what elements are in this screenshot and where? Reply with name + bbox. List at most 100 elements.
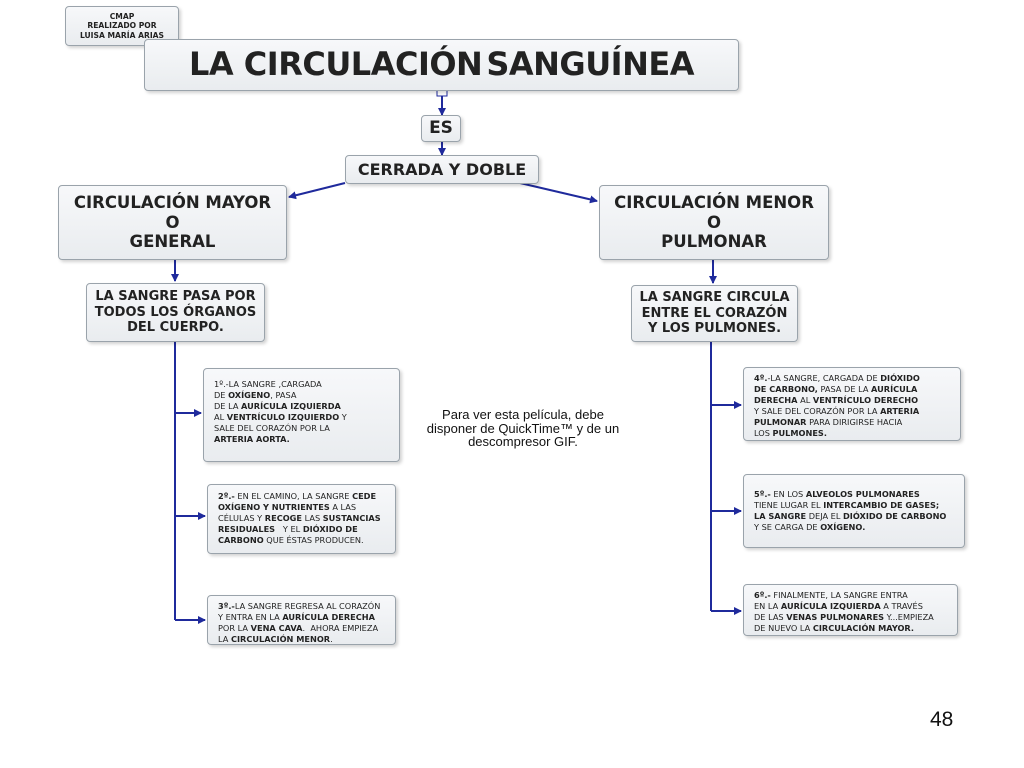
- step-line: Y SALE DEL CORAZÓN POR LA ARTERIA: [754, 406, 954, 417]
- step-text-run: CEDE: [352, 491, 377, 501]
- step-line: SALE DEL CORAZÓN POR LA: [214, 423, 393, 434]
- step-text-run: Y ENTRA EN LA: [218, 611, 283, 622]
- step-text-run: VENAS PULMONARES: [786, 611, 885, 622]
- step-text-run: DE CARBONO,: [754, 383, 818, 394]
- step-line: 3º.-LA SANGRE REGRESA AL CORAZÓN: [218, 601, 389, 612]
- step-text-run: RECOGE: [264, 512, 302, 523]
- step-text-run: . AHORA EMPIEZA: [302, 622, 379, 633]
- step-line: LA SANGRE DEJA EL DIÓXIDO DE CARBONO: [754, 511, 958, 522]
- step-text-run: 2º.-: [218, 491, 235, 501]
- step-line: DE LA AURÍCULA IZQUIERDA: [214, 401, 393, 412]
- step-text-run: EN LOS: [770, 489, 806, 499]
- title-part-1: LA CIRCULACIÓN: [189, 45, 483, 84]
- step-text-run: PASA DE LA: [817, 383, 872, 394]
- step-text-run: PULMONES.: [772, 427, 827, 438]
- menor-title-line-3: PULMONAR: [661, 232, 767, 252]
- step-text-run: TIENE LUGAR EL: [754, 499, 824, 510]
- page-number: 48: [930, 708, 954, 731]
- step-text-run: QUE ÉSTAS PRODUCEN.: [263, 534, 364, 545]
- step-text-run: Y EL: [275, 523, 303, 534]
- step-text-run: AL: [214, 411, 227, 422]
- step-text-run: OXÍGENO Y NUTRIENTES: [218, 501, 330, 512]
- step-text-run: PULMONAR: [754, 416, 807, 427]
- step-text-run: LA SANGRE REGRESA AL CORAZÓN: [234, 601, 381, 611]
- step-text-run: VENTRÍCULO IZQUIERDO: [226, 411, 340, 422]
- step-text-run: DIÓXIDO DE: [302, 523, 358, 534]
- step-text-run: Y: [339, 411, 347, 422]
- step-line: ARTERIA AORTA.: [214, 434, 393, 445]
- menor-summary-line-2: ENTRE EL CORAZÓN: [641, 305, 788, 321]
- step-text-run: , PASA: [270, 389, 297, 400]
- step-text-run: PARA DIRIGIRSE HACIA: [806, 416, 903, 427]
- mayor-summary-line-1: LA SANGRE PASA POR: [95, 288, 256, 304]
- step-text-run: POR LA: [218, 622, 251, 633]
- mayor-title-line-3: GENERAL: [129, 232, 216, 252]
- step-line: 1º.-LA SANGRE ,CARGADA: [214, 379, 393, 390]
- step-text-run: CIRCULACIÓN MENOR: [230, 633, 331, 644]
- step-text-run: LA SANGRE: [754, 510, 807, 521]
- step-text-run: RESIDUALES: [218, 523, 276, 534]
- mayor-title-line-2: O: [165, 212, 180, 232]
- step-text-run: Y...EMPIEZA: [884, 611, 934, 622]
- node-cerrada-doble: CERRADA Y DOBLE: [345, 155, 539, 184]
- mayor-summary-line-3: DEL CUERPO.: [127, 320, 224, 336]
- step-line: DERECHA AL VENTRÍCULO DERECHO: [754, 395, 954, 406]
- step-line: LOS PULMONES.: [754, 428, 954, 439]
- step-text-run: AURÍCULA DERECHA: [282, 611, 375, 622]
- step-text-run: LOS: [754, 427, 773, 438]
- step-line: 6º.- FINALMENTE, LA SANGRE ENTRA: [754, 590, 951, 601]
- step-line: CÉLULAS Y RECOGE LAS SUSTANCIAS: [218, 513, 389, 524]
- step-text-run: CÉLULAS Y: [218, 512, 265, 523]
- mayor-title-line-1: CIRCULACIÓN MAYOR: [73, 193, 272, 213]
- step-text-run: CARBONO: [218, 534, 264, 545]
- step-text-run: DERECHA: [754, 394, 798, 405]
- node-mayor-summary: LA SANGRE PASA POR TODOS LOS ÓRGANOS DEL…: [86, 283, 265, 342]
- step-text-run: EN LA: [754, 600, 781, 611]
- step-text-run: VENTRÍCULO DERECHO: [812, 394, 919, 405]
- menor-title-line-1: CIRCULACIÓN MENOR: [614, 193, 814, 213]
- step-text-run: LAS: [301, 512, 323, 523]
- step-text-run: CIRCULACIÓN MAYOR.: [812, 622, 914, 633]
- step-text-run: AURÍCULA IZQUIERDA: [780, 600, 881, 611]
- link-label-es: ES: [421, 115, 461, 142]
- step-text-run: 6º.-: [754, 590, 771, 600]
- step-text-run: .: [330, 633, 333, 644]
- step-text-run: AURÍCULA IZQUIERDA: [241, 400, 341, 411]
- arrow-cerrada-mayor: [288, 182, 346, 200]
- step-line: DE OXÍGENO, PASA: [214, 390, 393, 401]
- step-line: TIENE LUGAR EL INTERCAMBIO DE GASES;: [754, 500, 958, 511]
- step-text-run: INTERCAMBIO DE GASES;: [823, 499, 940, 510]
- step-line: Y ENTRA EN LA AURÍCULA DERECHA: [218, 612, 389, 623]
- step-text-run: A LAS: [329, 501, 357, 512]
- mayor-summary-line-2: TODOS LOS ÓRGANOS: [94, 304, 257, 320]
- step-text-run: SALE DEL CORAZÓN POR LA: [214, 422, 330, 433]
- step-line: 5º.- EN LOS ALVEOLOS PULMONARES: [754, 489, 958, 500]
- step-text-run: -LA SANGRE, CARGADA DE: [767, 373, 881, 383]
- step-line: CARBONO QUE ÉSTAS PRODUCEN.: [218, 535, 389, 546]
- credit-box: CMAP REALIZADO POR LUISA MARÍA ARIAS: [65, 6, 179, 46]
- step-text-run: 4º.: [754, 373, 768, 383]
- step-line: OXÍGENO Y NUTRIENTES A LAS: [218, 502, 389, 513]
- step-text-run: AURÍCULA: [871, 383, 918, 394]
- step-text-run: 1º.-LA SANGRE ,CARGADA: [214, 379, 322, 389]
- step-text-run: DE: [214, 389, 229, 400]
- step-text-run: DEJA EL: [806, 510, 844, 521]
- title-part-2: SANGUÍNEA: [486, 45, 694, 84]
- step-text-run: SUSTANCIAS: [322, 512, 381, 523]
- node-circulacion-mayor: CIRCULACIÓN MAYOR O GENERAL: [58, 185, 287, 260]
- step-line: DE NUEVO LA CIRCULACIÓN MAYOR.: [754, 623, 951, 634]
- step-text-run: ARTERIA: [880, 405, 920, 416]
- step-text-run: FINALMENTE, LA SANGRE ENTRA: [770, 590, 908, 600]
- step-text-run: ARTERIA AORTA.: [214, 433, 290, 444]
- credit-line-1: CMAP: [109, 11, 135, 21]
- step-text-run: AL: [797, 394, 813, 405]
- credit-line-3: LUISA MARÍA ARIAS: [79, 30, 165, 40]
- step-line: 4º.-LA SANGRE, CARGADA DE DIÓXIDO: [754, 373, 954, 384]
